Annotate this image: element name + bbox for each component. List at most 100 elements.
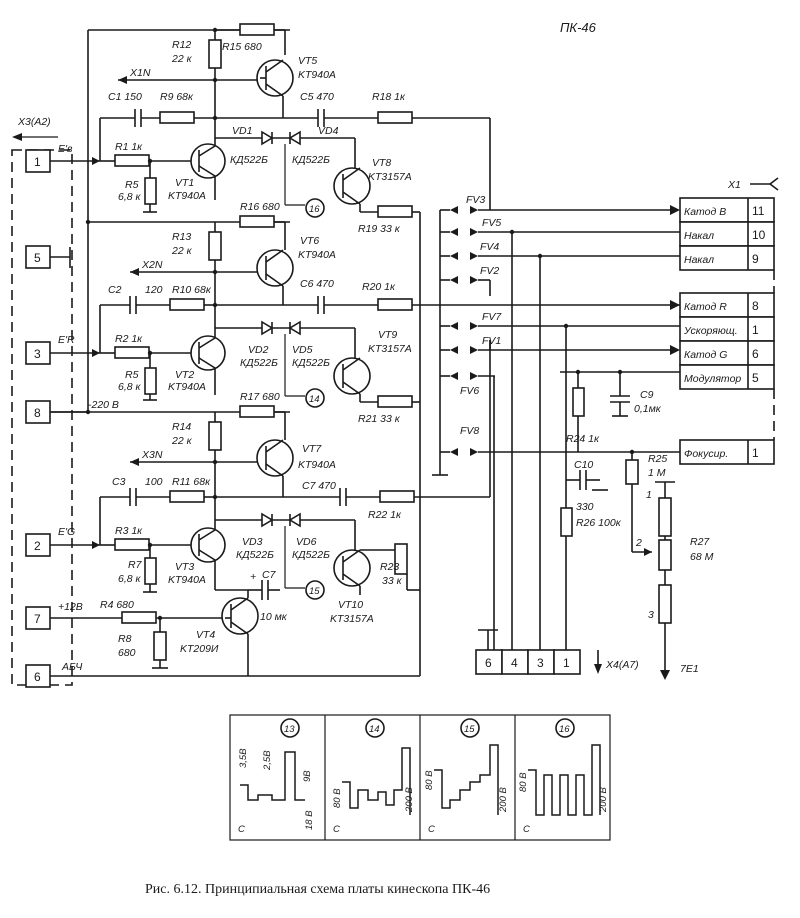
r25-value: 1 M [648, 467, 666, 479]
vt7-type: KT940A [298, 459, 336, 471]
r8-value: 680 [118, 647, 136, 659]
vt4-section: R4 680 R8 680 VT4 KT209И + C7 10 мк [100, 569, 288, 676]
vd4-ref: VD4 [318, 125, 339, 137]
c10-r26: C10 330 R26 100к [560, 459, 622, 537]
resistor-r17 [239, 405, 275, 418]
c7b-label: C7 [262, 569, 277, 581]
svg-text:1: 1 [752, 323, 759, 337]
r4-label: R4 680 [100, 599, 134, 611]
c2-label: C2 [108, 284, 122, 296]
signal-eb: E'в [58, 143, 73, 155]
vd1-ref: VD1 [232, 125, 252, 137]
r10-label: R10 68к [172, 284, 212, 296]
resistor-r26 [560, 507, 573, 537]
figure-caption: Рис. 6.12. Принципиальная схема платы ки… [145, 882, 490, 897]
svg-text:80 В: 80 В [332, 788, 343, 808]
waveform-16-badge [555, 718, 575, 738]
svg-text:15: 15 [464, 724, 475, 735]
net-x2n: X2N [141, 259, 163, 271]
svg-text:Катод G: Катод G [684, 349, 727, 361]
resistor-r7 [144, 557, 157, 585]
vd4-type: КД522Б [292, 154, 330, 166]
svg-text:Накал: Накал [684, 254, 714, 266]
fv1-label: FV1 [482, 335, 501, 347]
r8-label: R8 [118, 633, 132, 645]
svg-text:1: 1 [752, 446, 759, 460]
svg-text:Катод B: Катод B [684, 206, 726, 218]
c9-value: 0,1мк [634, 403, 662, 415]
svg-text:3,5В: 3,5В [238, 748, 249, 768]
diode-vd6 [288, 512, 301, 528]
vt8-ref: VT8 [372, 157, 391, 169]
r21-label: R21 33 к [358, 413, 401, 425]
r24-c9: R24 1к C9 0,1мк [566, 369, 662, 452]
vt3-ref: VT3 [175, 561, 194, 573]
diode-vd2 [261, 320, 274, 336]
fv6-label: FV6 [460, 385, 479, 397]
arrow-right-icon [92, 349, 100, 357]
r18-label: R18 1к [372, 91, 406, 103]
x3-pin-1-label: 1 [34, 155, 41, 169]
vd6-ref: VD6 [296, 536, 317, 548]
diode-vd4 [288, 130, 301, 146]
vd2-ref: VD2 [248, 344, 269, 356]
waveform-14-badge [365, 718, 385, 738]
connector-x1-label: X1 [727, 179, 741, 191]
x3-pin-3-label: 3 [34, 347, 41, 361]
arrow-left-icon [450, 228, 458, 236]
connector-x4-label: X4(A7) [605, 659, 639, 671]
vt4-ref: VT4 [196, 629, 215, 641]
svg-text:Модулятор: Модулятор [684, 373, 741, 385]
signal-abch: АБЧ [61, 661, 83, 673]
vt9-type: KT3157A [368, 343, 412, 355]
resistor-r9 [159, 111, 195, 124]
c3-label: C3 [112, 476, 126, 488]
x3-pin-7-label: 7 [34, 612, 41, 626]
svg-text:200 В: 200 В [598, 787, 609, 813]
wave-mark-14 [305, 388, 325, 408]
r17-label: R17 680 [240, 391, 280, 403]
r3-label: R3 1к [115, 525, 143, 537]
r26-label: R26 100к [576, 517, 622, 529]
diode-vd1 [261, 130, 274, 146]
svg-text:+: + [250, 571, 256, 583]
fv3-label: FV3 [466, 194, 485, 206]
svg-text:16: 16 [559, 724, 570, 735]
svg-text:C: C [333, 824, 340, 835]
arrow-left-icon [130, 458, 139, 466]
svg-text:15: 15 [309, 586, 320, 597]
diode-vd3 [261, 512, 274, 528]
resistor-r10 [169, 298, 205, 311]
diagram-title: ПК-46 [560, 20, 597, 35]
vt3-type: KT940A [168, 574, 206, 586]
resistor-r13 [208, 231, 222, 261]
vt1-type: KT940A [168, 190, 206, 202]
svg-text:18 В: 18 В [304, 810, 315, 830]
pot-tap-1: 1 [646, 489, 652, 501]
arrow-left-icon [450, 252, 458, 260]
resistor-r25 [625, 459, 639, 485]
fv5-label: FV5 [482, 217, 501, 229]
x3-pin-8-label: 8 [34, 406, 41, 420]
r12-label: R12 [172, 39, 191, 51]
arrow-left-icon [118, 76, 127, 84]
waveform-15-badge [460, 718, 480, 738]
wave-mark-16 [305, 198, 325, 218]
vt8-type: KT3157A [368, 171, 412, 183]
net-x3n: X3N [141, 449, 163, 461]
resistor-r11 [169, 490, 205, 503]
r7-label: R7 [128, 559, 143, 571]
arrow-left-icon [450, 322, 458, 330]
arrow-left-icon [450, 276, 458, 284]
resistor-r27-c [658, 584, 672, 624]
fv2-label: FV2 [480, 265, 499, 277]
r15-label: R15 680 [222, 41, 262, 53]
pot-tap-2: 2 [635, 537, 642, 549]
arrow-left-icon [12, 133, 22, 141]
resistor-r27-b [658, 539, 672, 571]
vt10-type: KT3157A [330, 613, 374, 625]
fv8-label: FV8 [460, 425, 479, 437]
waveform-panel: 13 3,5В 2,5В 9В 18 В C 14 80 В 200 В C 1… [229, 714, 611, 841]
vd3-ref: VD3 [242, 536, 263, 548]
vt10-ref: VT10 [338, 599, 363, 611]
